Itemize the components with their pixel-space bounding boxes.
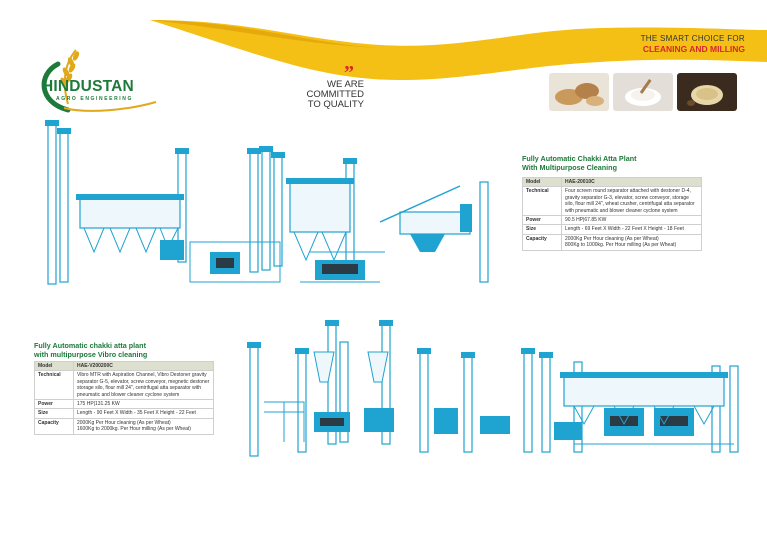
spec-value: 2000Kg Per Hour cleaning (As per Wheat) … — [561, 233, 702, 251]
tagline-line2: CLEANING AND MILLING — [642, 44, 745, 54]
spec-value: 90.5 HP|67.85 KW — [561, 215, 702, 226]
capacity-line2: 1600Kg to 2000kg. Per Hour milling (As p… — [77, 426, 191, 433]
tagline-line1: THE SMART CHOICE FOR — [640, 34, 745, 43]
spec-row-model: Model HAE-V200200C — [34, 360, 214, 372]
capacity-line2: 800Kg to 1000kg. Per Hour milling (As pe… — [565, 242, 677, 249]
spec-row-capacity: Capacity 2000Kg Per Hour cleaning (As pe… — [522, 233, 702, 251]
spec-value: HAE-V200200C — [73, 360, 214, 372]
atta-bowl-photo — [677, 73, 737, 111]
spec-label: Power — [34, 399, 74, 410]
spec-label: Power — [522, 215, 562, 226]
product-photos — [549, 73, 737, 111]
spec-row-technical: Technical Vibro MTR with Aspiration Chan… — [34, 370, 214, 401]
spec-value: HAE-20010C — [561, 176, 702, 188]
spec-label: Capacity — [34, 417, 74, 435]
spec-value: Vibro MTR with Aspiration Channel, Vibro… — [73, 370, 214, 401]
spec-label: Technical — [522, 186, 562, 217]
commitment-line1: WE ARE — [327, 79, 364, 90]
product-right-spec-table: Model HAE-20010C Technical Four screen r… — [522, 176, 702, 251]
grain-photo — [549, 73, 609, 111]
spec-label: Model — [522, 176, 562, 188]
product-left-title-line1: Fully Automatic chakki atta plant — [34, 341, 146, 350]
brand-subtitle: AGRO ENGINEERING — [56, 96, 133, 102]
spec-label: Model — [34, 360, 74, 372]
spec-value: 175 HP|131.25 KW — [73, 399, 214, 410]
spec-row-power: Power 175 HP|131.25 KW — [34, 399, 214, 410]
product-left-title: Fully Automatic chakki atta plant with m… — [34, 341, 147, 359]
product-right-title-line2: With Multipurpose Cleaning — [522, 163, 617, 172]
chakki-plant-illustration-top — [45, 120, 489, 285]
spec-row-size: Size Length - 90 Feet X Width - 35 Feet … — [34, 408, 214, 419]
spec-row-technical: Technical Four screen round separator at… — [522, 186, 702, 217]
brand-logo-icon — [41, 49, 157, 113]
capacity-line1: 2000Kg Per Hour cleaning (As per Wheat) — [77, 419, 171, 426]
commitment-line2: COMMITTED — [306, 89, 364, 100]
spec-value: Length - 90 Feet X Width - 35 Feet X Hei… — [73, 408, 214, 419]
commitment-text: WE ARE COMMITTED TO QUALITY — [302, 80, 364, 110]
spec-label: Size — [34, 408, 74, 419]
spec-row-size: Size Length - 69 Feet X Width - 22 Feet … — [522, 224, 702, 235]
header-swoosh — [150, 20, 767, 80]
product-left-spec-table: Model HAE-V200200C Technical Vibro MTR w… — [34, 360, 214, 435]
spec-row-capacity: Capacity 2000Kg Per Hour cleaning (As pe… — [34, 417, 214, 435]
spec-value: Four screen round separator attached wit… — [561, 186, 702, 217]
spec-label: Technical — [34, 370, 74, 401]
spec-row-model: Model HAE-20010C — [522, 176, 702, 188]
spec-label: Capacity — [522, 233, 562, 251]
spec-value: 2000Kg Per Hour cleaning (As per Wheat) … — [73, 417, 214, 435]
brand-name: HINDUSTAN — [42, 78, 134, 95]
product-left-title-line2: with multipurpose Vibro cleaning — [34, 350, 148, 359]
capacity-line1: 2000Kg Per Hour cleaning (As per Wheat) — [565, 235, 659, 242]
spec-label: Size — [522, 224, 562, 235]
spec-value: Length - 69 Feet X Width - 22 Feet X Hei… — [561, 224, 702, 235]
vibro-plant-illustration-bottom — [247, 320, 739, 457]
product-right-title: Fully Automatic Chakki Atta Plant With M… — [522, 154, 636, 172]
spec-row-power: Power 90.5 HP|67.85 KW — [522, 215, 702, 226]
quote-mark-icon: ” — [344, 62, 354, 84]
header-tagline: THE SMART CHOICE FOR CLEANING AND MILLIN… — [641, 34, 745, 54]
commitment-line3: TO QUALITY — [307, 99, 364, 110]
flour-photo — [613, 73, 673, 111]
product-right-title-line1: Fully Automatic Chakki Atta Plant — [522, 154, 637, 163]
